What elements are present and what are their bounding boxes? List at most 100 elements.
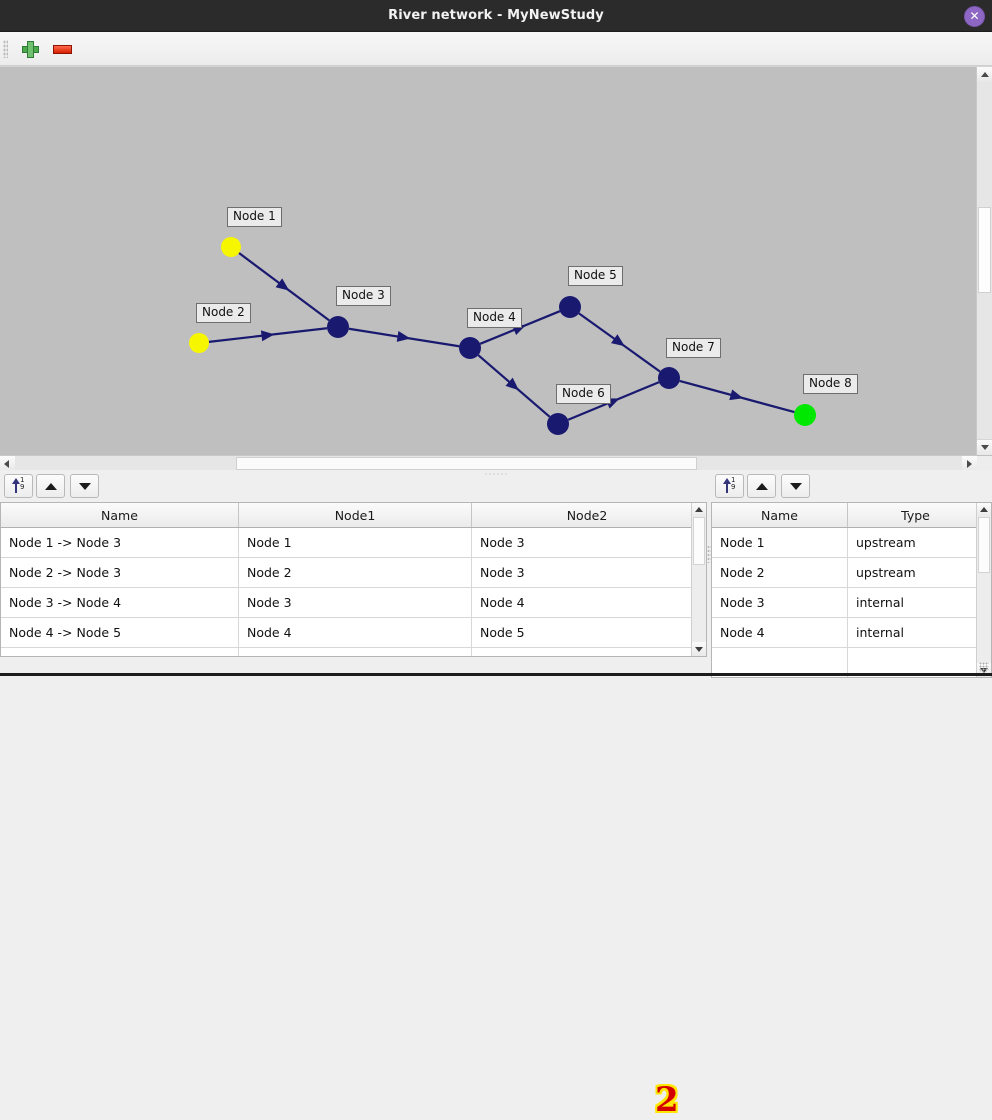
links-move-up-button[interactable] [36, 474, 65, 498]
table-row[interactable] [712, 647, 983, 677]
graph-node-label[interactable]: Node 1 [227, 207, 282, 227]
scrollbar-corner [977, 456, 992, 471]
scroll-right-button[interactable] [962, 456, 977, 471]
table-cell[interactable]: internal [847, 587, 983, 618]
links-move-down-button[interactable] [70, 474, 99, 498]
arrow-down-icon [78, 483, 91, 490]
graph-edge-arrow [275, 278, 290, 291]
graph-node-n4[interactable] [459, 337, 481, 359]
arrow-down-icon [789, 483, 802, 490]
graph-node-n7[interactable] [658, 367, 680, 389]
table-cell[interactable]: upstream [847, 527, 983, 558]
table-cell[interactable] [1, 647, 239, 656]
table-cell[interactable]: Node 4 [471, 587, 702, 618]
close-button[interactable]: ✕ [964, 6, 985, 27]
links-table-scrollbar[interactable] [691, 503, 706, 656]
scroll-left-button[interactable] [0, 456, 15, 471]
graph-node-n6[interactable] [547, 413, 569, 435]
table-cell[interactable] [847, 647, 983, 677]
graph-node-label[interactable]: Node 5 [568, 266, 623, 286]
graph-node-label[interactable]: Node 6 [556, 384, 611, 404]
graph-node-n8[interactable] [794, 404, 816, 426]
table-cell[interactable]: Node 4 [238, 617, 472, 648]
nodes-move-down-button[interactable] [781, 474, 810, 498]
graph-node-n1[interactable] [221, 237, 241, 257]
table-cell[interactable] [712, 647, 848, 677]
arrow-up-icon [44, 483, 57, 490]
window-resize-grip[interactable] [979, 662, 989, 672]
table-cell[interactable]: Node 3 [471, 527, 702, 558]
table-cell[interactable]: Node 4 -> Node 5 [1, 617, 239, 648]
table-cell[interactable]: Node 1 -> Node 3 [1, 527, 239, 558]
graph-hscroll-thumb[interactable] [236, 457, 697, 470]
table-cell[interactable]: Node 4 [712, 617, 848, 648]
nodes-scroll-up-button[interactable] [977, 503, 991, 517]
graph-node-label[interactable]: Node 8 [803, 374, 858, 394]
graph-edge-arrow [396, 331, 411, 342]
nodes-table-scrollbar[interactable] [976, 503, 991, 677]
table-cell[interactable] [471, 647, 702, 656]
table-cell[interactable]: Node 3 [238, 587, 472, 618]
table-cell[interactable]: Node 2 [238, 557, 472, 588]
links-scroll-up-button[interactable] [692, 503, 706, 517]
graph-edge-arrow [611, 334, 625, 347]
column-header-node1[interactable]: Node1 [238, 503, 472, 528]
close-icon: ✕ [969, 9, 980, 23]
table-cell[interactable]: Node 2 -> Node 3 [1, 557, 239, 588]
graph-vscroll-thumb[interactable] [978, 207, 991, 293]
plus-icon [22, 41, 39, 58]
nodes-move-up-button[interactable] [747, 474, 776, 498]
graph-node-label[interactable]: Node 2 [196, 303, 251, 323]
table-cell[interactable] [238, 647, 472, 656]
toolbar-drag-handle[interactable] [3, 40, 8, 58]
table-cell[interactable]: Node 3 [712, 587, 848, 618]
graph-node-n3[interactable] [327, 316, 349, 338]
table-cell[interactable]: Node 3 [471, 557, 702, 588]
network-graph-canvas[interactable]: Node 1 Node 2 Node 3 Node 4 Node 5 Node 6 Node… [0, 67, 977, 455]
table-cell[interactable]: Node 1 [712, 527, 848, 558]
table-cell[interactable]: Node 3 -> Node 4 [1, 587, 239, 618]
graph-node-n5[interactable] [559, 296, 581, 318]
add-element-button[interactable] [19, 38, 41, 60]
table-cell[interactable]: Node 1 [238, 527, 472, 558]
graph-node-n2[interactable] [189, 333, 209, 353]
splitter-handle[interactable] [484, 473, 508, 475]
scroll-down-button[interactable] [977, 439, 992, 455]
column-header-name[interactable]: Name [1, 503, 239, 528]
graph-node-label[interactable]: Node 7 [666, 338, 721, 358]
graph-vertical-scrollbar[interactable] [976, 67, 992, 455]
column-header-name[interactable]: Name [712, 503, 848, 528]
table-cell[interactable]: internal [847, 617, 983, 648]
table-cell[interactable]: Node 5 [471, 617, 702, 648]
links-scroll-down-button[interactable] [692, 642, 706, 656]
annotation-2: 2 [655, 1080, 679, 1120]
column-header-node2[interactable]: Node2 [471, 503, 702, 528]
table-cell[interactable]: upstream [847, 557, 983, 588]
column-header-type[interactable]: Type [847, 503, 983, 528]
nodes-scroll-thumb[interactable] [978, 517, 990, 573]
graph-edge-arrow [729, 389, 744, 401]
links-scroll-thumb[interactable] [693, 517, 705, 565]
vertical-splitter-handle[interactable] [707, 545, 711, 563]
table-row[interactable] [1, 647, 702, 656]
graph-node-label[interactable]: Node 4 [467, 308, 522, 328]
delete-element-button[interactable] [52, 38, 74, 60]
horizontal-splitter[interactable] [0, 470, 992, 477]
scroll-up-button[interactable] [977, 67, 992, 83]
graph-node-label[interactable]: Node 3 [336, 286, 391, 306]
table-cell[interactable]: Node 2 [712, 557, 848, 588]
network-graph-panel[interactable]: Node 1 Node 2 Node 3 Node 4 Node 5 Node 6 Node… [0, 66, 992, 471]
graph-horizontal-scrollbar[interactable] [0, 455, 977, 471]
